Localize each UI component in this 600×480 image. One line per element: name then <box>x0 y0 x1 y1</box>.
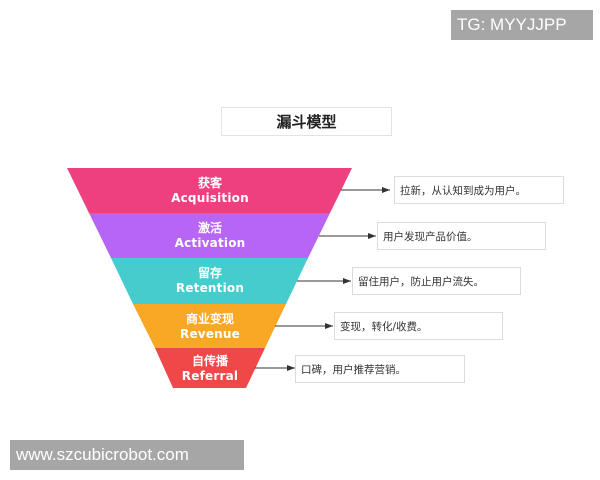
stage-cn: 激活 <box>197 221 222 235</box>
stage-en: Activation <box>174 236 246 250</box>
stage-label-retention: 留存 Retention <box>150 266 270 296</box>
watermark-website: www.szcubicrobot.com <box>10 440 244 470</box>
description-acquisition: 拉新，从认知到成为用户。 <box>394 176 564 204</box>
stage-en: Revenue <box>180 327 240 341</box>
diagram-title: 漏斗模型 <box>221 107 392 136</box>
description-referral: 口碑，用户推荐营销。 <box>295 355 465 383</box>
stage-en: Retention <box>175 281 245 295</box>
stage-label-activation: 激活 Activation <box>150 221 270 251</box>
funnel-band-acquisition <box>67 168 352 213</box>
description-revenue: 变现，转化/收费。 <box>334 312 503 340</box>
description-retention: 留住用户，防止用户流失。 <box>352 267 521 295</box>
stage-cn: 获客 <box>197 176 222 190</box>
stage-cn: 留存 <box>197 266 222 280</box>
description-activation: 用户发现产品价值。 <box>377 222 546 250</box>
stage-label-revenue: 商业变现 Revenue <box>150 312 270 342</box>
stage-cn: 自传播 <box>191 354 228 368</box>
stage-en: Acquisition <box>171 191 249 205</box>
funnel-band-activation <box>89 213 330 258</box>
stage-en: Referral <box>181 369 239 383</box>
watermark-telegram: TG: MYYJJPP <box>451 10 593 40</box>
funnel-band-revenue <box>133 304 286 348</box>
funnel-band-retention <box>111 258 308 304</box>
stage-cn: 商业变现 <box>185 312 234 326</box>
stage-label-acquisition: 获客 Acquisition <box>150 176 270 206</box>
funnel-band-referral <box>155 348 265 388</box>
stage-label-referral: 自传播 Referral <box>150 354 270 384</box>
